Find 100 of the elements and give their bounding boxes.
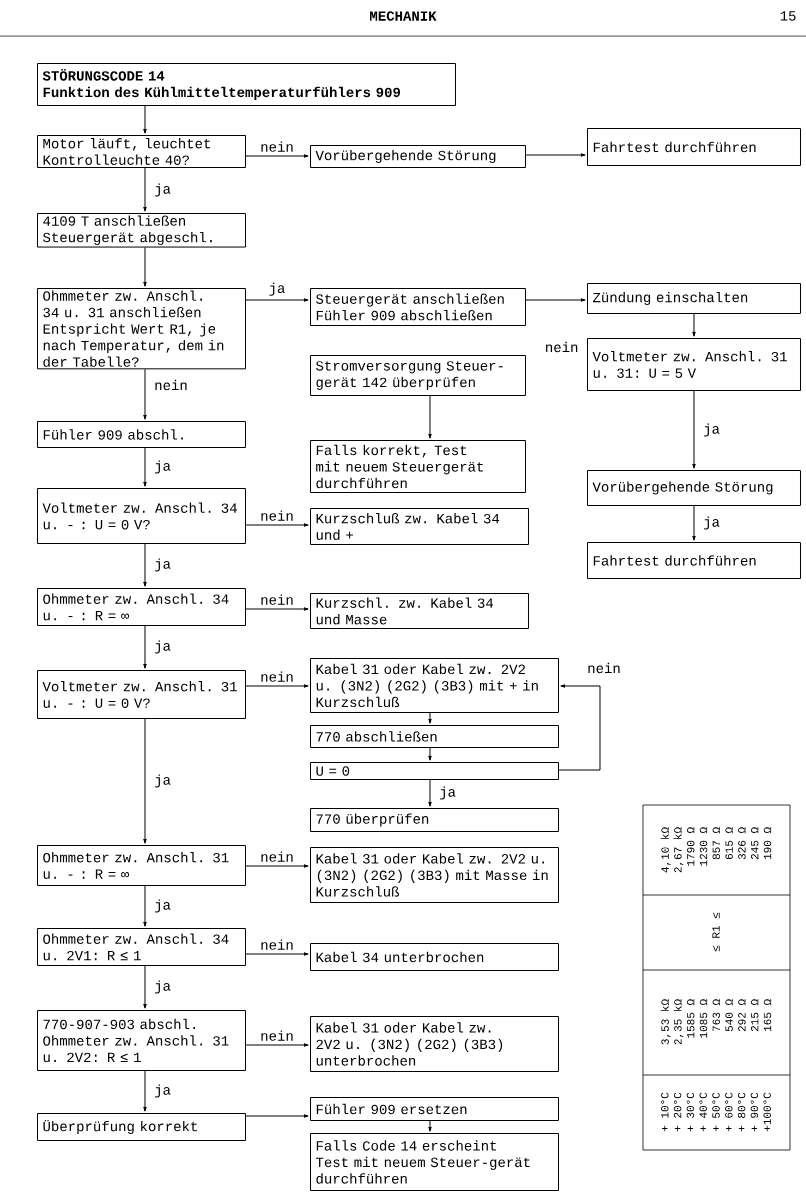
flow-box: Voltmeter zw. Anschl. 31 u. - : U = 0 V? (37, 670, 246, 719)
arrow (143, 105, 147, 134)
flow-box: Kabel 34 unterbrochen (310, 943, 559, 971)
resistance-values: 4,10 kΩ 2,67 kΩ 1790 Ω 1230 Ω 857 Ω 615 Ω 326 Ω 245 Ω 190 Ω (660, 827, 772, 873)
flow-box: U = 0 (310, 762, 559, 780)
edge-label: ja (702, 515, 721, 531)
label: 326 Ω (738, 827, 746, 860)
label: +100°C (763, 1092, 771, 1132)
arrow (245, 523, 309, 527)
branch-label: nein (546, 341, 578, 353)
label: + 20°C (673, 1092, 682, 1132)
label: 3,53 kΩ (660, 999, 671, 1045)
resistance-values: 3,53 kΩ 2,35 kΩ 1585 Ω 1085 Ω 763 Ω 540 Ω 292 Ω 215 Ω 165 Ω (660, 999, 772, 1045)
label: + 90°C (750, 1092, 759, 1132)
flow-box: Fühler 909 ersetzen (310, 1097, 559, 1121)
flow-box: Kurzschl. zw. Kabel 34 und Masse (310, 593, 529, 629)
arrow (428, 779, 432, 807)
label: + 10°C (661, 1092, 669, 1132)
flow-box: 770 abschließen (310, 725, 559, 748)
flow-box: Fühler 909 abschl. (37, 421, 246, 448)
arrow (143, 447, 147, 487)
arrow (143, 1070, 147, 1112)
label: 215 Ω (750, 999, 759, 1032)
label: 615 Ω (725, 827, 733, 860)
edge-label: ja (153, 898, 172, 914)
label: + 80°C (737, 1092, 746, 1132)
flow-box: Vorübergehende Störung (310, 145, 526, 168)
label: 4,10 kΩ (660, 827, 671, 873)
flow-box: Falls korrekt, Test mit neuem Steuergerät durchführen (310, 440, 526, 493)
label: 763 Ω (712, 999, 721, 1032)
flow-box: Kabel 31 oder Kabel zw. 2V2 u. (3N2) (2G2) (3B3) mit Masse in Kurzschluß (310, 847, 559, 903)
label: 245 Ω (750, 827, 759, 860)
label: 1790 Ω (686, 827, 695, 866)
flow-box: Voltmeter zw. Anschl. 31 u. 31: U = 5 V (587, 338, 801, 391)
flow-box: 770-907-903 abschl. Ohmmeter zw. Anschl. 31 u. 2V2: R ≤ 1 (37, 1010, 246, 1071)
label: + 30°C (686, 1092, 695, 1132)
flow-box: Voltmeter zw. Anschl. 34 u. - : U = 0 V? (37, 488, 246, 544)
arrow (143, 368, 147, 420)
arrow (143, 247, 147, 287)
label: + 50°C (712, 1092, 720, 1132)
range-label: ≤ R1 ≤ (712, 912, 720, 952)
edge-label: ja (153, 459, 172, 475)
edge-label: ja (153, 557, 172, 573)
label: 1585 Ω (686, 999, 695, 1038)
arrow (428, 1120, 432, 1132)
arrow (245, 1114, 309, 1118)
arrow (245, 952, 309, 956)
edge-label: ja (153, 1083, 172, 1099)
flow-box: Ohmmeter zw. Anschl. 31 u. - : R = ∞ (37, 845, 246, 886)
arrow (245, 1043, 309, 1047)
arrow (143, 885, 147, 927)
flow-box: Zündung einschalten (587, 283, 801, 314)
label: 165 Ω (763, 999, 772, 1032)
edge-label: ja (153, 979, 172, 995)
flow-box: Fahrtest durchführen (587, 542, 801, 579)
edge-label: ja (438, 785, 457, 801)
arrow (245, 864, 309, 868)
arrow (692, 390, 696, 469)
page-header: MECHANIK (370, 11, 437, 21)
label: 2,35 kΩ (673, 999, 684, 1045)
flow-box: Kabel 31 oder Kabel zw. 2V2 u. (3N2) (2G2) (3B3) unterbrochen (310, 1016, 559, 1072)
arrow (143, 718, 147, 844)
temperature-values: + 10°C + 20°C + 30°C + 40°C + 50°C + 60°C + 80°C + 90°C +100°C (661, 1092, 771, 1132)
flow-box: 4109 T anschließen Steuergerät abgeschl. (37, 213, 246, 248)
edge-label: ja (702, 422, 721, 438)
arrow (143, 543, 147, 587)
flow-box: 770 überprüfen (310, 808, 559, 832)
label: 1230 Ω (699, 827, 708, 866)
arrow (428, 712, 432, 724)
arrow (428, 395, 432, 439)
arrow (143, 167, 147, 212)
label: + 60°C (725, 1092, 733, 1132)
arrow (525, 298, 586, 302)
edge-label: ja (153, 773, 172, 789)
arrow (428, 747, 432, 761)
flow-box: Stromversorgung Steuer-gerät 142 überprüfen (310, 355, 526, 396)
flow-box: Vorübergehende Störung (587, 470, 801, 506)
page-number: 15 (780, 11, 796, 21)
arrow (245, 684, 309, 688)
flow-box: Ohmmeter zw. Anschl. 34 u. 31 anschließen Entspricht Wert R1, je nach Temperatur, dem in der Tabelle? (37, 288, 246, 370)
label: 540 Ω (725, 999, 733, 1032)
label: 190 Ω (763, 827, 772, 860)
arrow (558, 684, 601, 771)
title-box: STÖRUNGSCODE 14 Funktion des Kühlmitteltemperaturfühlers 909 (37, 63, 456, 106)
flow-box: Motor läuft, leuchtet Kontrolleuchte 40? (37, 135, 246, 168)
flow-box: Kurzschluß zw. Kabel 34 und + (310, 508, 529, 545)
edge-label: ja (153, 639, 172, 655)
flow-box: Steuergerät anschließen Fühler 909 abschließen (310, 288, 526, 326)
arrow (245, 154, 309, 158)
arrow (692, 505, 696, 541)
flow-box: Ohmmeter zw. Anschl. 34 u. - : R = ∞ (37, 588, 246, 626)
flow-box: Kabel 31 oder Kabel zw. 2V2 u. (3N2) (2G2) (3B3) mit + in Kurzschluß (310, 658, 559, 713)
edge-label: ja (153, 182, 172, 198)
arrow (245, 298, 309, 302)
label: 1085 Ω (699, 999, 708, 1038)
label: + 40°C (699, 1092, 707, 1132)
flow-box: Fahrtest durchführen (587, 128, 801, 166)
flow-box: Ohmmeter zw. Anschl. 34 u. 2V1: R ≤ 1 (37, 928, 246, 966)
flow-box: Falls Code 14 erscheint Test mit neuem Steuer-gerät durchführen (310, 1133, 559, 1191)
flow-box: Überprüfung korrekt (37, 1113, 246, 1141)
